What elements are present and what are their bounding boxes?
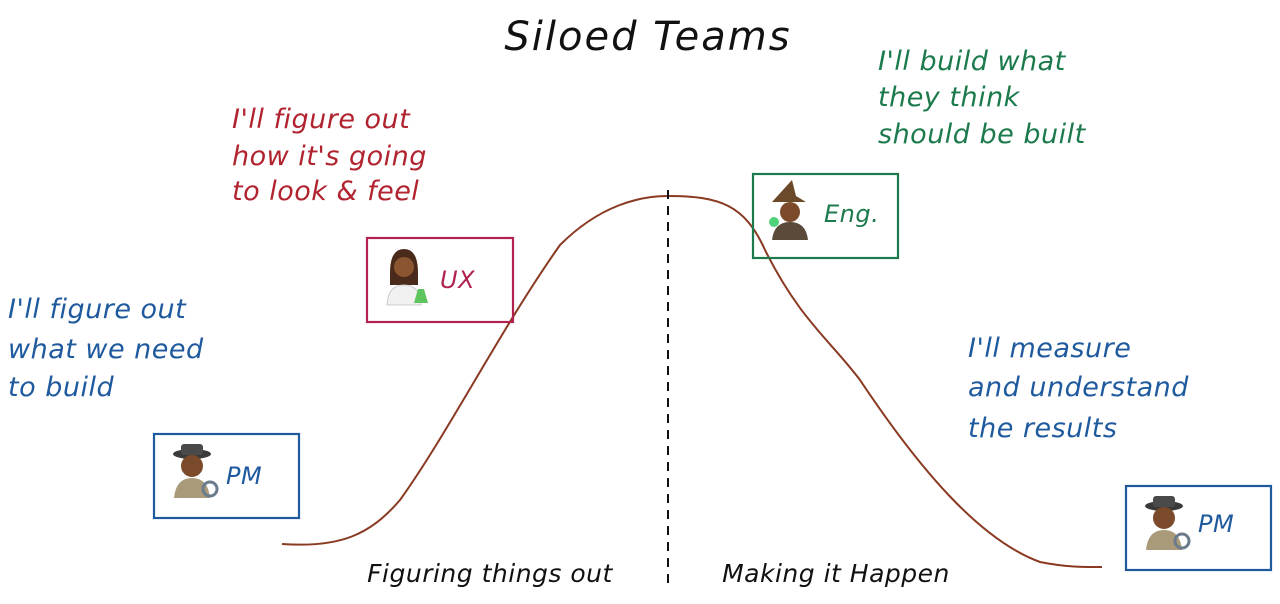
note-ux: I'll figure out how it's going to look &… (232, 104, 427, 207)
role-label-pm-start: PM (226, 462, 262, 490)
role-label-pm-end: PM (1198, 510, 1234, 538)
note-pm-end: I'll measure and understand the results (968, 333, 1189, 444)
note-ux-line-2: how it's going (232, 141, 427, 172)
note-pm-start-line-1: I'll figure out (8, 294, 187, 325)
role-label-eng: Eng. (824, 200, 879, 228)
note-pm-end-line-2: and understand (968, 372, 1189, 403)
detective-icon (1145, 496, 1191, 550)
role-box-pm-start-frame (152, 432, 301, 520)
note-pm-start: I'll figure out what we need to build (8, 294, 204, 403)
note-eng-line-1: I'll build what (878, 46, 1067, 77)
role-box-eng: Eng. (751, 172, 900, 260)
note-pm-end-line-1: I'll measure (968, 333, 1131, 364)
role-box-eng-frame (751, 172, 900, 260)
role-box-ux-frame (365, 236, 515, 324)
note-pm-start-line-2: what we need (8, 334, 204, 365)
note-pm-end-line-3: the results (968, 413, 1117, 444)
effort-curve (281, 194, 1103, 569)
phase-label-right: Making it Happen (722, 559, 950, 588)
role-label-ux: UX (440, 266, 475, 294)
note-eng-line-3: should be built (878, 119, 1087, 150)
diagram-title: Siloed Teams (504, 14, 791, 60)
note-eng: I'll build what they think should be bui… (878, 46, 1087, 150)
role-box-pm-start: PM (152, 432, 301, 520)
role-box-pm-end: PM (1124, 484, 1273, 572)
phase-label-left: Figuring things out (367, 559, 613, 588)
scientist-icon (386, 249, 428, 306)
note-ux-line-3: to look & feel (232, 176, 419, 207)
note-eng-line-2: they think (878, 82, 1021, 113)
note-pm-start-line-3: to build (8, 372, 114, 403)
role-box-ux: UX (365, 236, 515, 324)
note-ux-line-1: I'll figure out (232, 104, 411, 135)
mage-icon (769, 180, 808, 240)
role-box-pm-end-frame (1124, 484, 1273, 572)
detective-icon (173, 444, 219, 498)
